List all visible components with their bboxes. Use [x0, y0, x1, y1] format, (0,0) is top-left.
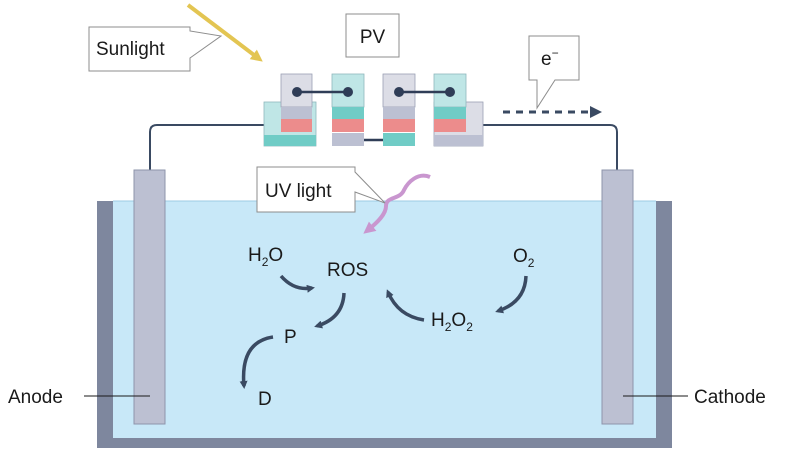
pv-contact: [343, 87, 353, 97]
species-h2o: H2O: [248, 245, 283, 269]
wire-left: [149, 124, 264, 170]
arrow-h2o2-to-ros: [386, 289, 425, 322]
wire-right: [483, 124, 618, 170]
species-h2o2: H2O2: [431, 310, 473, 334]
sunlight-callout-box: [88, 26, 223, 72]
anode-electrode: [133, 169, 166, 425]
uv-light-wave: [363, 173, 431, 234]
pv-cell-4: [433, 73, 484, 147]
pv-label-box: [345, 13, 400, 58]
electron-label: e−: [541, 46, 559, 70]
species-p: P: [284, 327, 297, 348]
pv-contact: [292, 87, 302, 97]
pv-cell-2: [331, 73, 365, 146]
pv-cell-3: [382, 73, 416, 146]
pv-cell-1: [263, 73, 317, 147]
uv-callout-box: [256, 166, 386, 213]
electron-callout-box: [528, 35, 580, 110]
arrow-h2o-to-ros: [279, 274, 315, 293]
pv-contact: [394, 87, 404, 97]
pv-contact: [445, 87, 455, 97]
arrow-ros-to-p: [314, 292, 346, 329]
cathode-electrode: [601, 169, 634, 425]
uv-light-label: UV light: [265, 181, 332, 202]
anode-label: Anode: [8, 387, 63, 408]
species-o2: O2: [513, 246, 535, 270]
species-ros: ROS: [327, 260, 368, 281]
pv-module: [263, 73, 484, 147]
arrow-o2-to-h2o2: [495, 275, 528, 314]
pv-label: PV: [360, 27, 386, 48]
sunlight-label: Sunlight: [96, 39, 165, 60]
sunlight-arrow: [186, 3, 263, 62]
arrow-p-to-d: [239, 335, 274, 389]
species-d: D: [258, 389, 272, 410]
electrolyte: [113, 201, 656, 438]
cathode-label: Cathode: [694, 387, 766, 408]
